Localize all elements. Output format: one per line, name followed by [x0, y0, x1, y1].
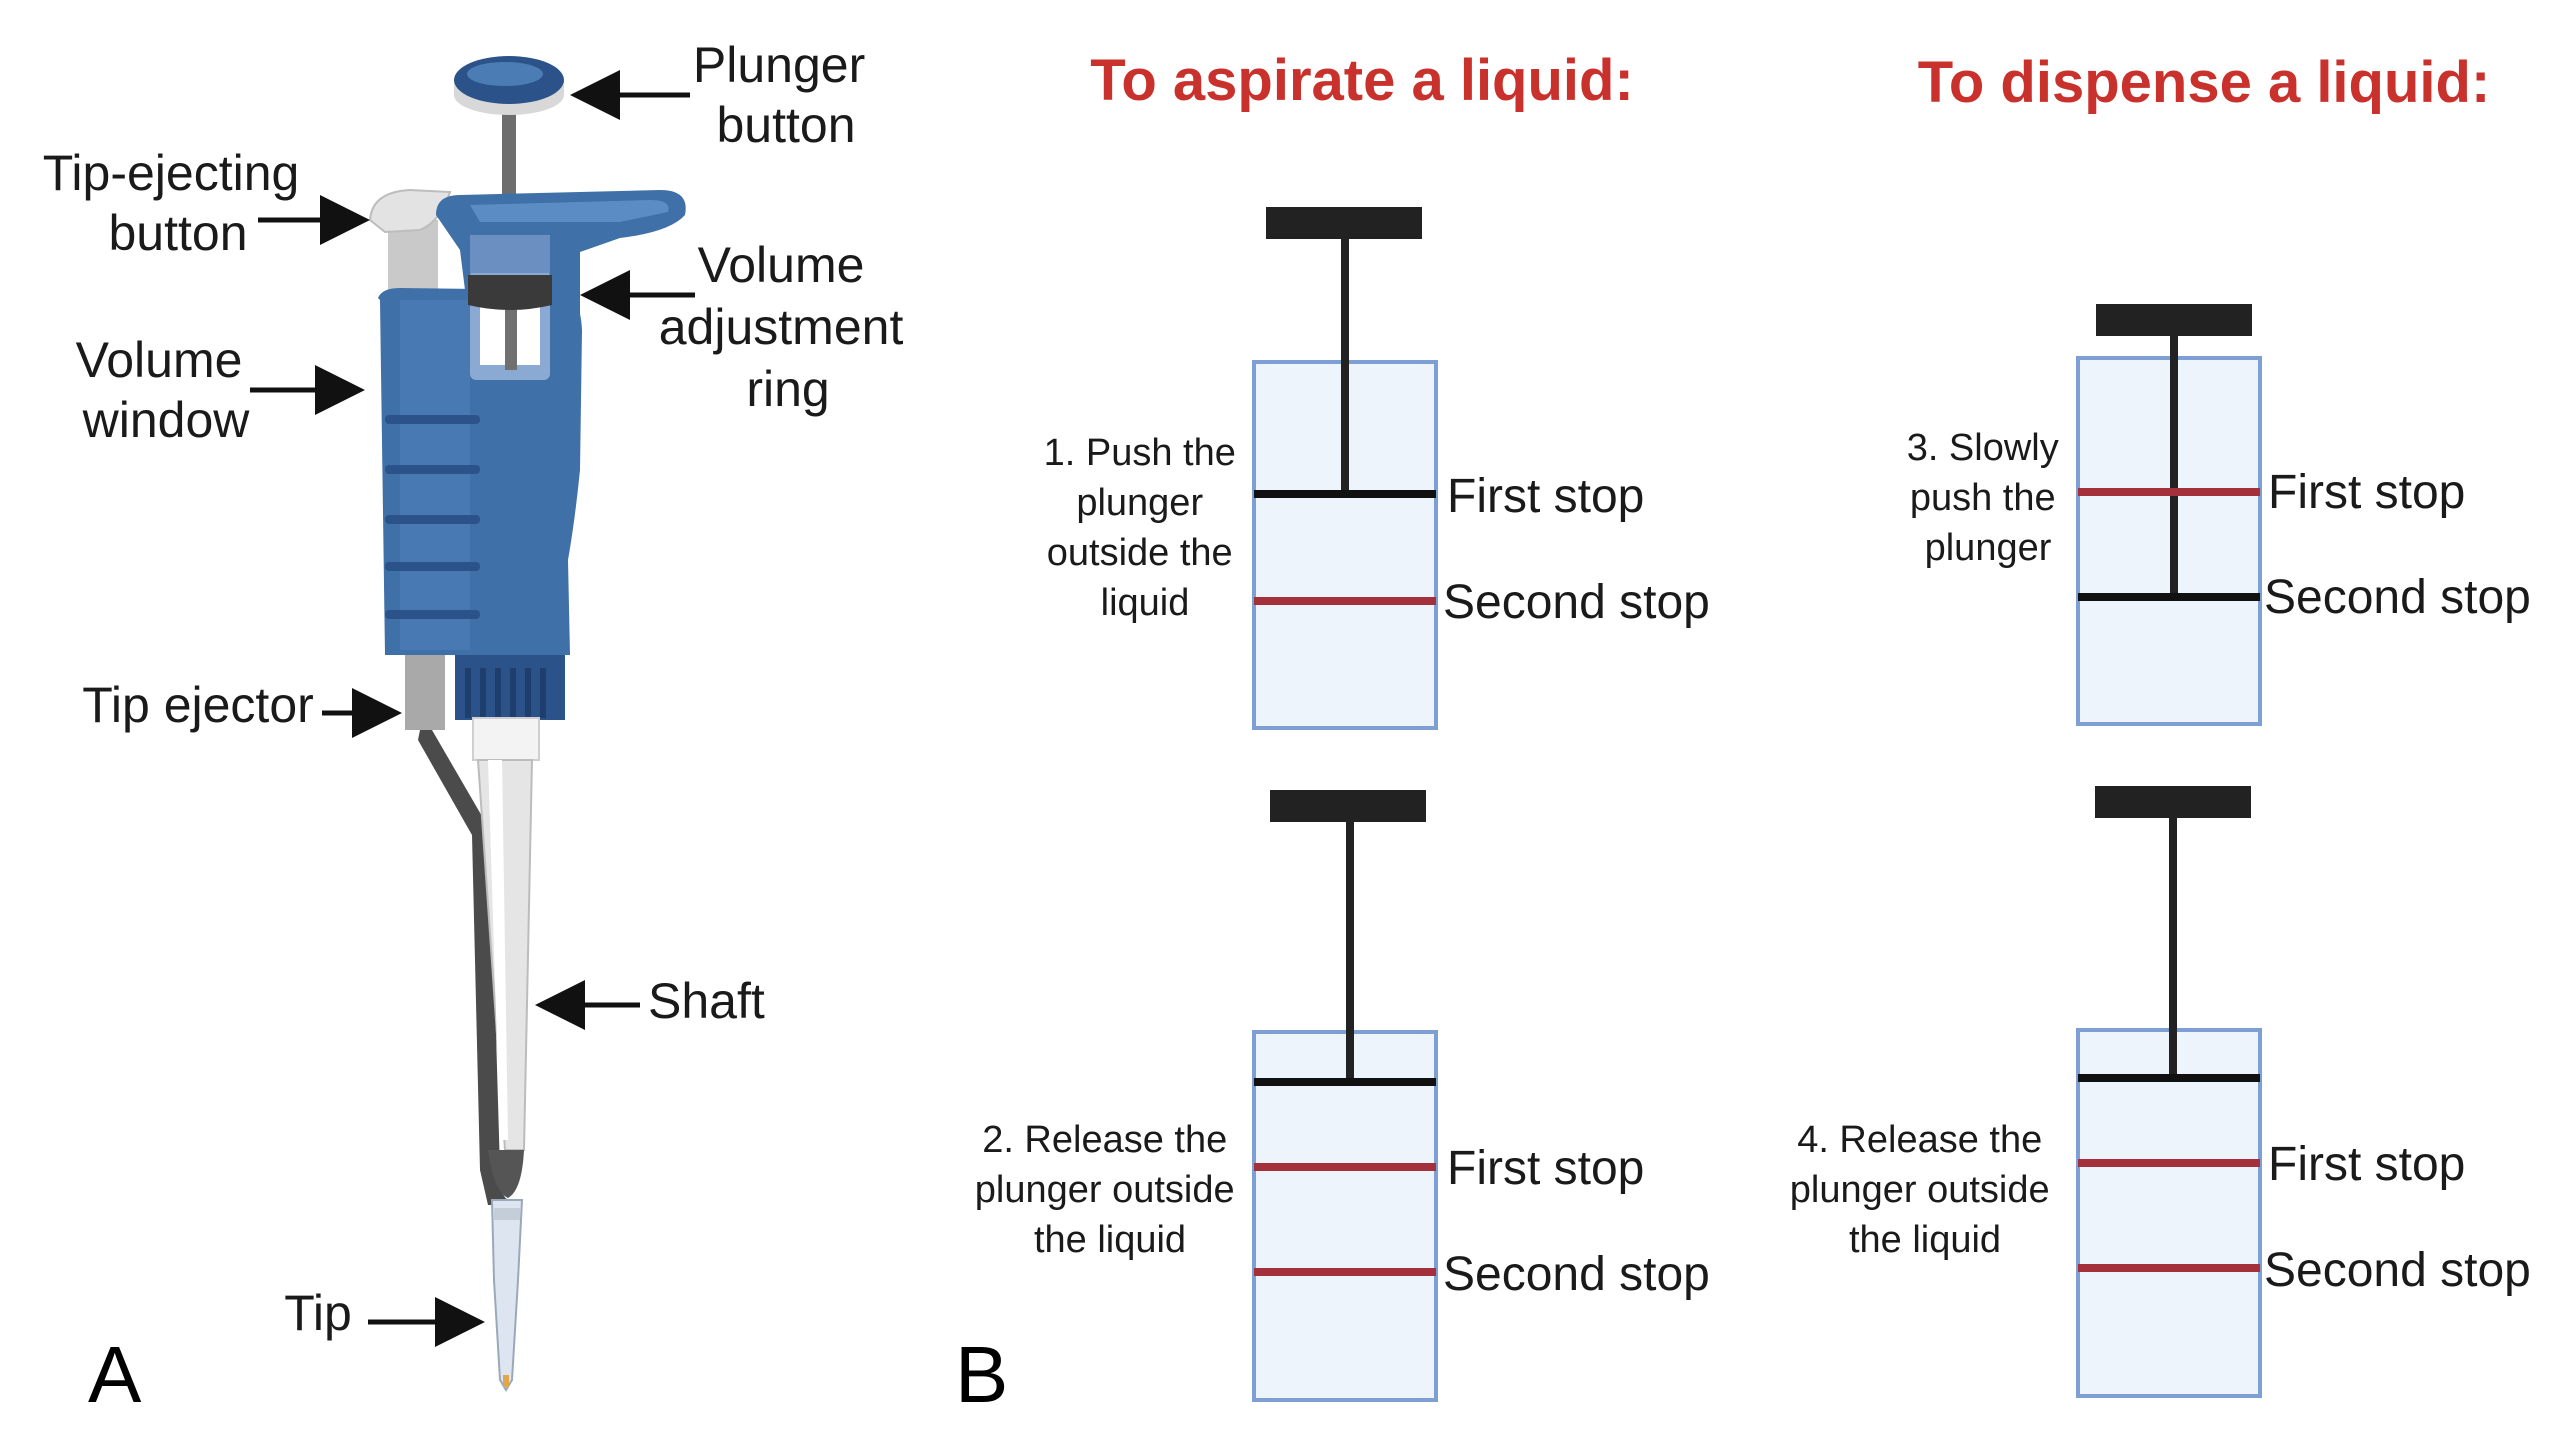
second-stop-label: Second stop — [1443, 1248, 1710, 1301]
step-2-text: 2. Release the plunger outside the liqui… — [975, 1119, 1245, 1261]
body-highlight — [400, 300, 470, 650]
step-2-diagram: First stop Second stop 2. Release the pl… — [975, 790, 1710, 1402]
step-3-text: 3. Slowly push the plunger — [1907, 427, 2070, 569]
step-4-diagram: First stop Second stop 4. Release the pl… — [1790, 786, 2531, 1398]
step-3-diagram: First stop Second stop 3. Slowly push th… — [1907, 304, 2531, 726]
barrel — [2076, 1028, 2262, 1398]
aspirate-heading: To aspirate a liquid: — [1090, 48, 1634, 113]
panel-b: To aspirate a liquid: To dispense a liqu… — [955, 48, 2531, 1419]
plunger-cap — [2096, 304, 2252, 336]
plunger-rod — [502, 110, 516, 220]
first-stop-label: First stop — [2268, 1138, 2465, 1191]
volume-adjustment-ring-label: Volume adjustment ring — [659, 237, 918, 417]
panel-a-labels: Plunger button Tip-ejecting button Volum… — [43, 37, 918, 1419]
first-stop-label: First stop — [2268, 466, 2465, 519]
tip-ejecting-button-label: Tip-ejecting button — [43, 145, 314, 261]
volume-window-label: Volume window — [76, 332, 257, 448]
finger-hook-highlight — [470, 200, 669, 222]
shaft-label: Shaft — [648, 973, 765, 1029]
plunger-cap — [1270, 790, 1426, 822]
grip-ridges — [385, 415, 480, 619]
first-stop-label: First stop — [1447, 470, 1644, 523]
tip-shape — [490, 1199, 524, 1392]
barrel — [2076, 356, 2262, 726]
step-1-diagram: First stop Second stop 1. Push the plung… — [1044, 207, 1710, 730]
first-stop-label: First stop — [1447, 1142, 1644, 1195]
barrel — [1252, 1030, 1438, 1402]
collar-ring — [472, 717, 540, 761]
plunger-cap — [2095, 786, 2251, 818]
volume-adjustment-ring-shape — [468, 275, 552, 310]
panel-b-letter: B — [955, 1330, 1008, 1419]
tip-ejector-label: Tip ejector — [82, 677, 314, 733]
step-4-text: 4. Release the plunger outside the liqui… — [1790, 1119, 2060, 1261]
tip-label: Tip — [284, 1285, 352, 1341]
pipette-illustration — [368, 56, 686, 1392]
step-1-text: 1. Push the plunger outside the liquid — [1044, 432, 1247, 624]
dispense-heading: To dispense a liquid: — [1918, 50, 2491, 115]
second-stop-label: Second stop — [1443, 576, 1710, 629]
plunger-cap — [1266, 207, 1422, 239]
tip-ejector-shape — [405, 655, 445, 730]
panel-a-letter: A — [88, 1330, 142, 1419]
second-stop-label: Second stop — [2264, 1244, 2531, 1297]
plunger-button-shape — [454, 56, 564, 115]
second-stop-label: Second stop — [2264, 571, 2531, 624]
tip-ejecting-button-shape — [368, 188, 452, 300]
plunger-button-label: Plunger button — [693, 37, 879, 153]
